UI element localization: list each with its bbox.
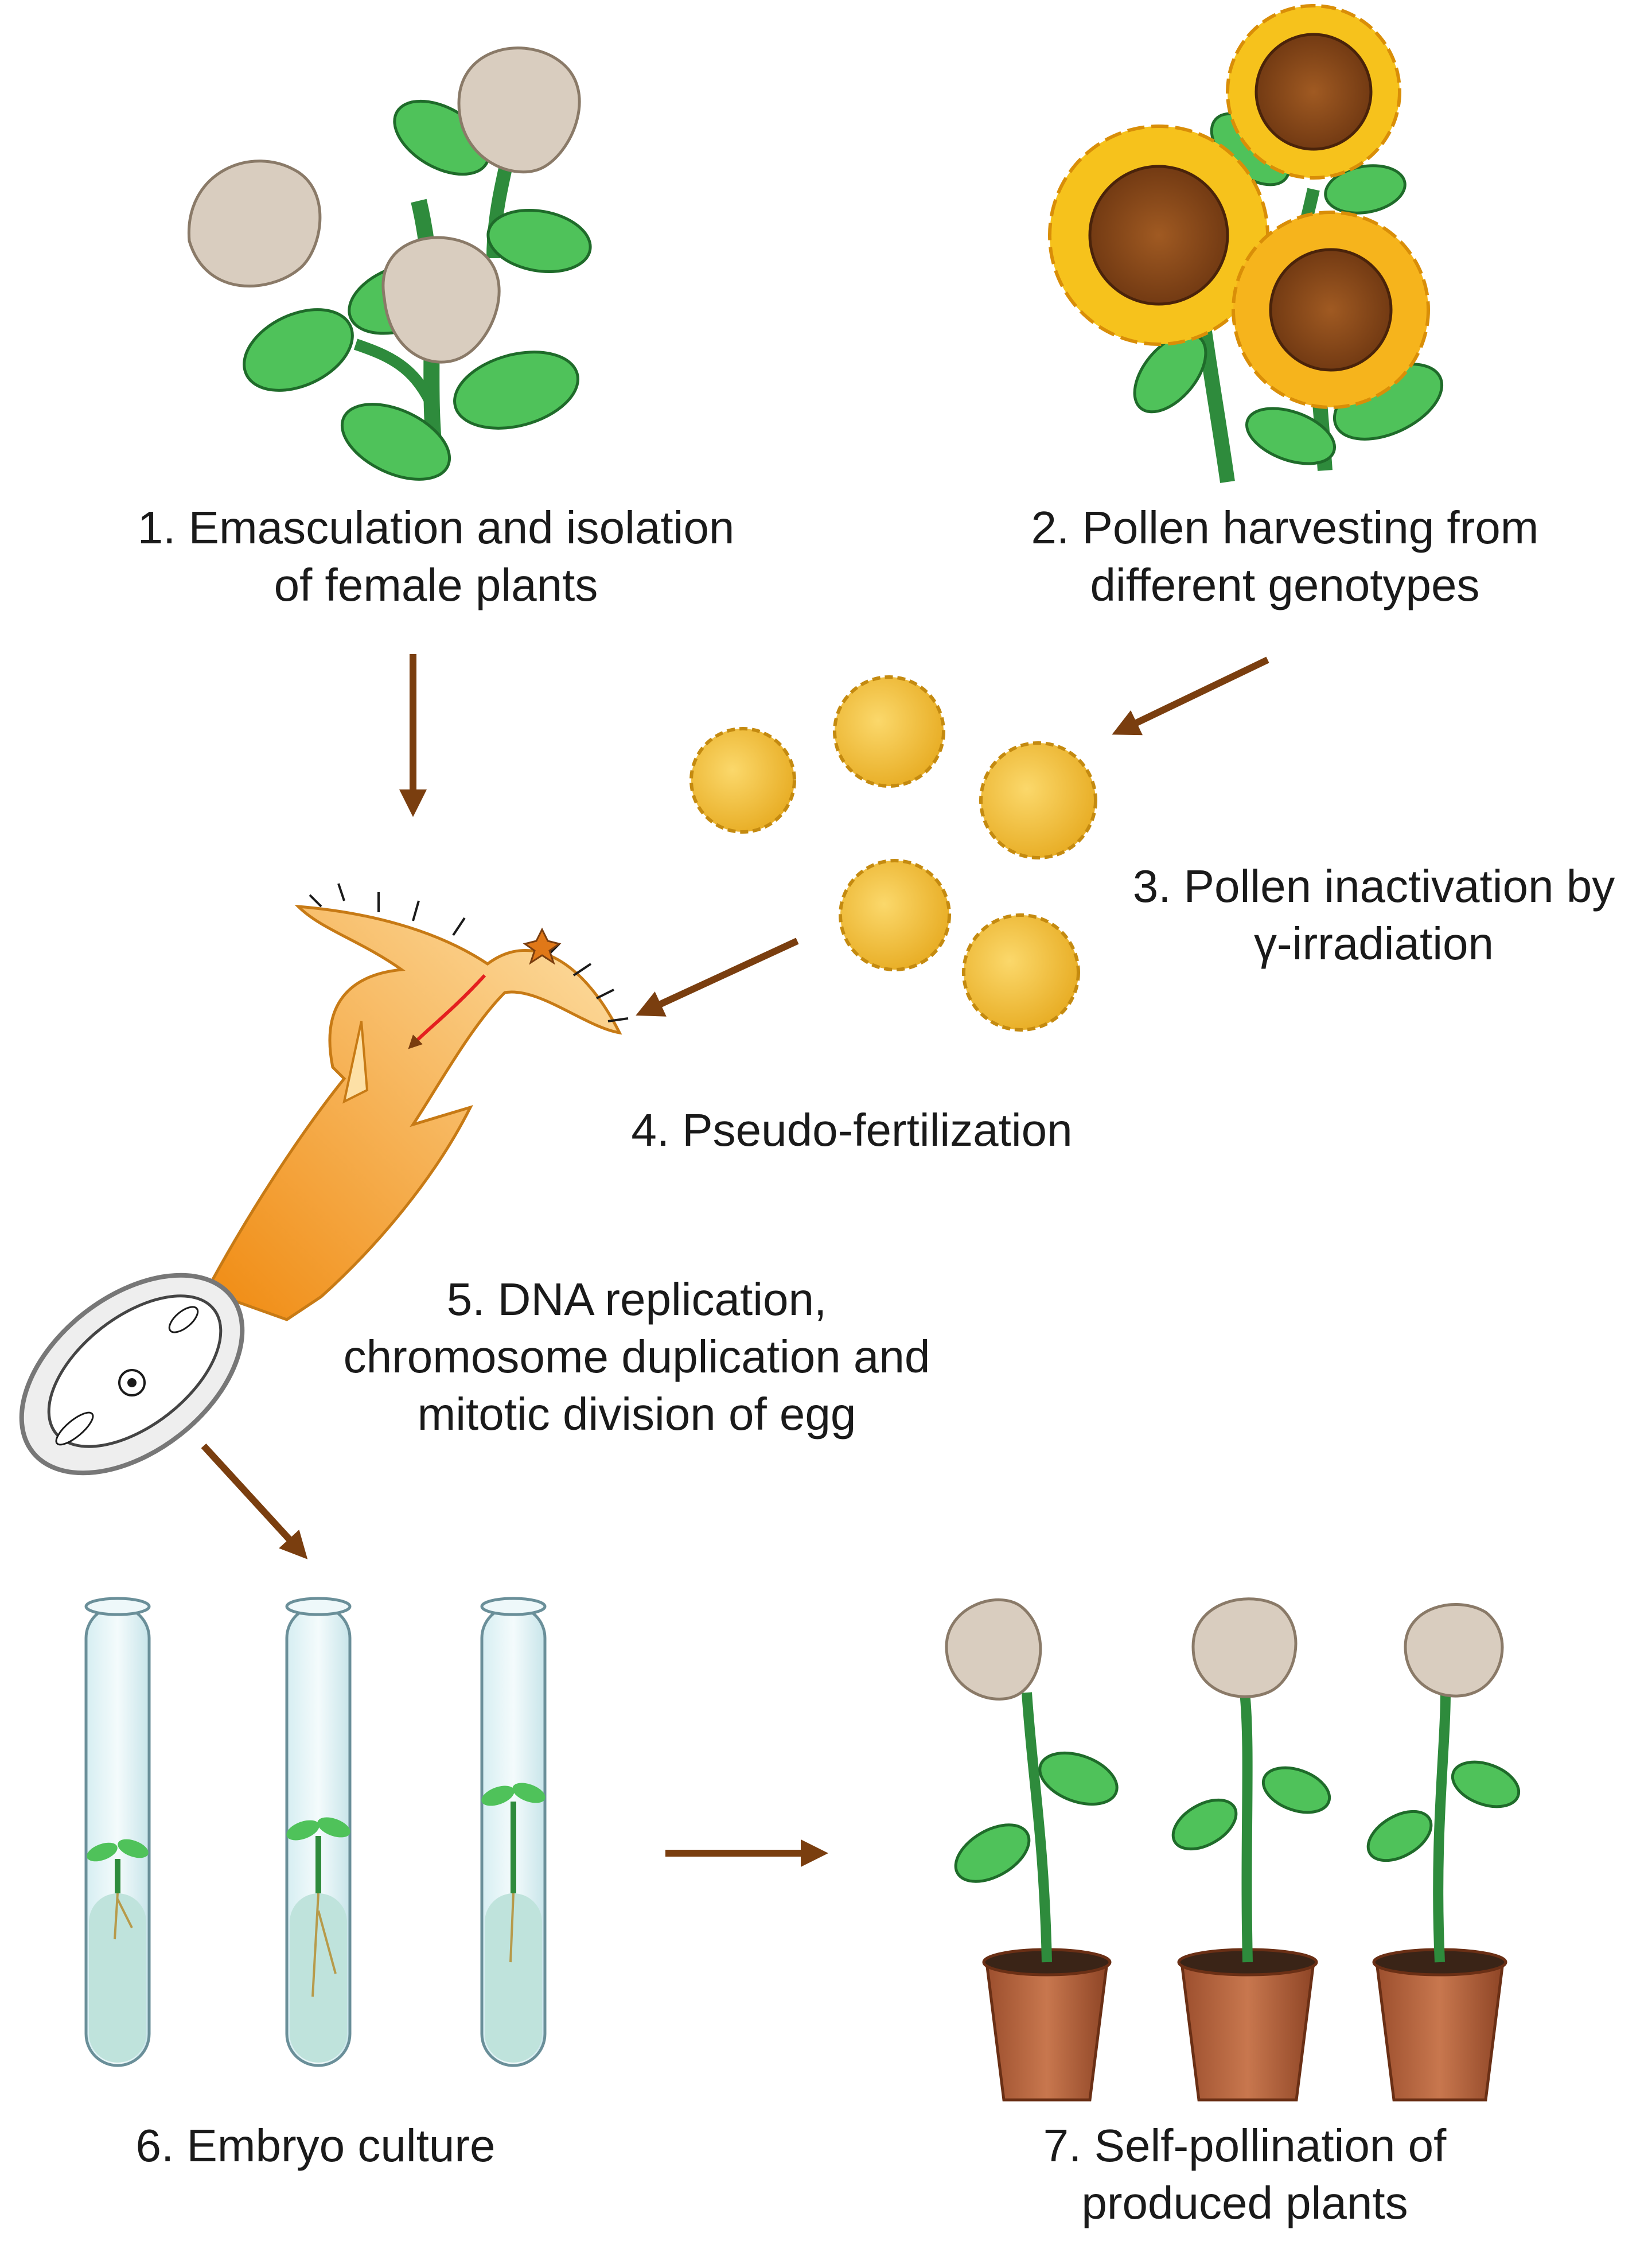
- step3-label: 3. Pollen inactivation by γ-irradiation: [1132, 861, 1615, 969]
- step2-label: 2. Pollen harvesting from different geno…: [1031, 502, 1539, 610]
- step5-label: 5. DNA replication, chromosome duplicati…: [343, 1274, 930, 1440]
- test-tubes-illustration: [84, 1597, 547, 2067]
- pistil-ovule-illustration: [19, 883, 629, 1476]
- step1-label: 1. Emasculation and isolation of female …: [137, 502, 735, 610]
- flow-arrows: [201, 654, 1269, 1867]
- arrow-step2-to-step3: [1112, 656, 1269, 736]
- step4-label: 4. Pseudo-fertilization: [631, 1104, 1073, 1156]
- pollen-grains-illustration: [689, 675, 1097, 1032]
- arrow-step5-to-step6: [201, 1443, 308, 1559]
- bagged-female-plants-illustration: [187, 46, 592, 481]
- arrow-step3-to-step4: [636, 937, 799, 1017]
- step7-label: 7. Self-pollination of produced plants: [1043, 2120, 1447, 2228]
- sunflowers-illustration: [1048, 4, 1444, 483]
- potted-plants-illustration: [945, 1597, 1521, 2102]
- step6-label: 6. Embryo culture: [135, 2120, 496, 2171]
